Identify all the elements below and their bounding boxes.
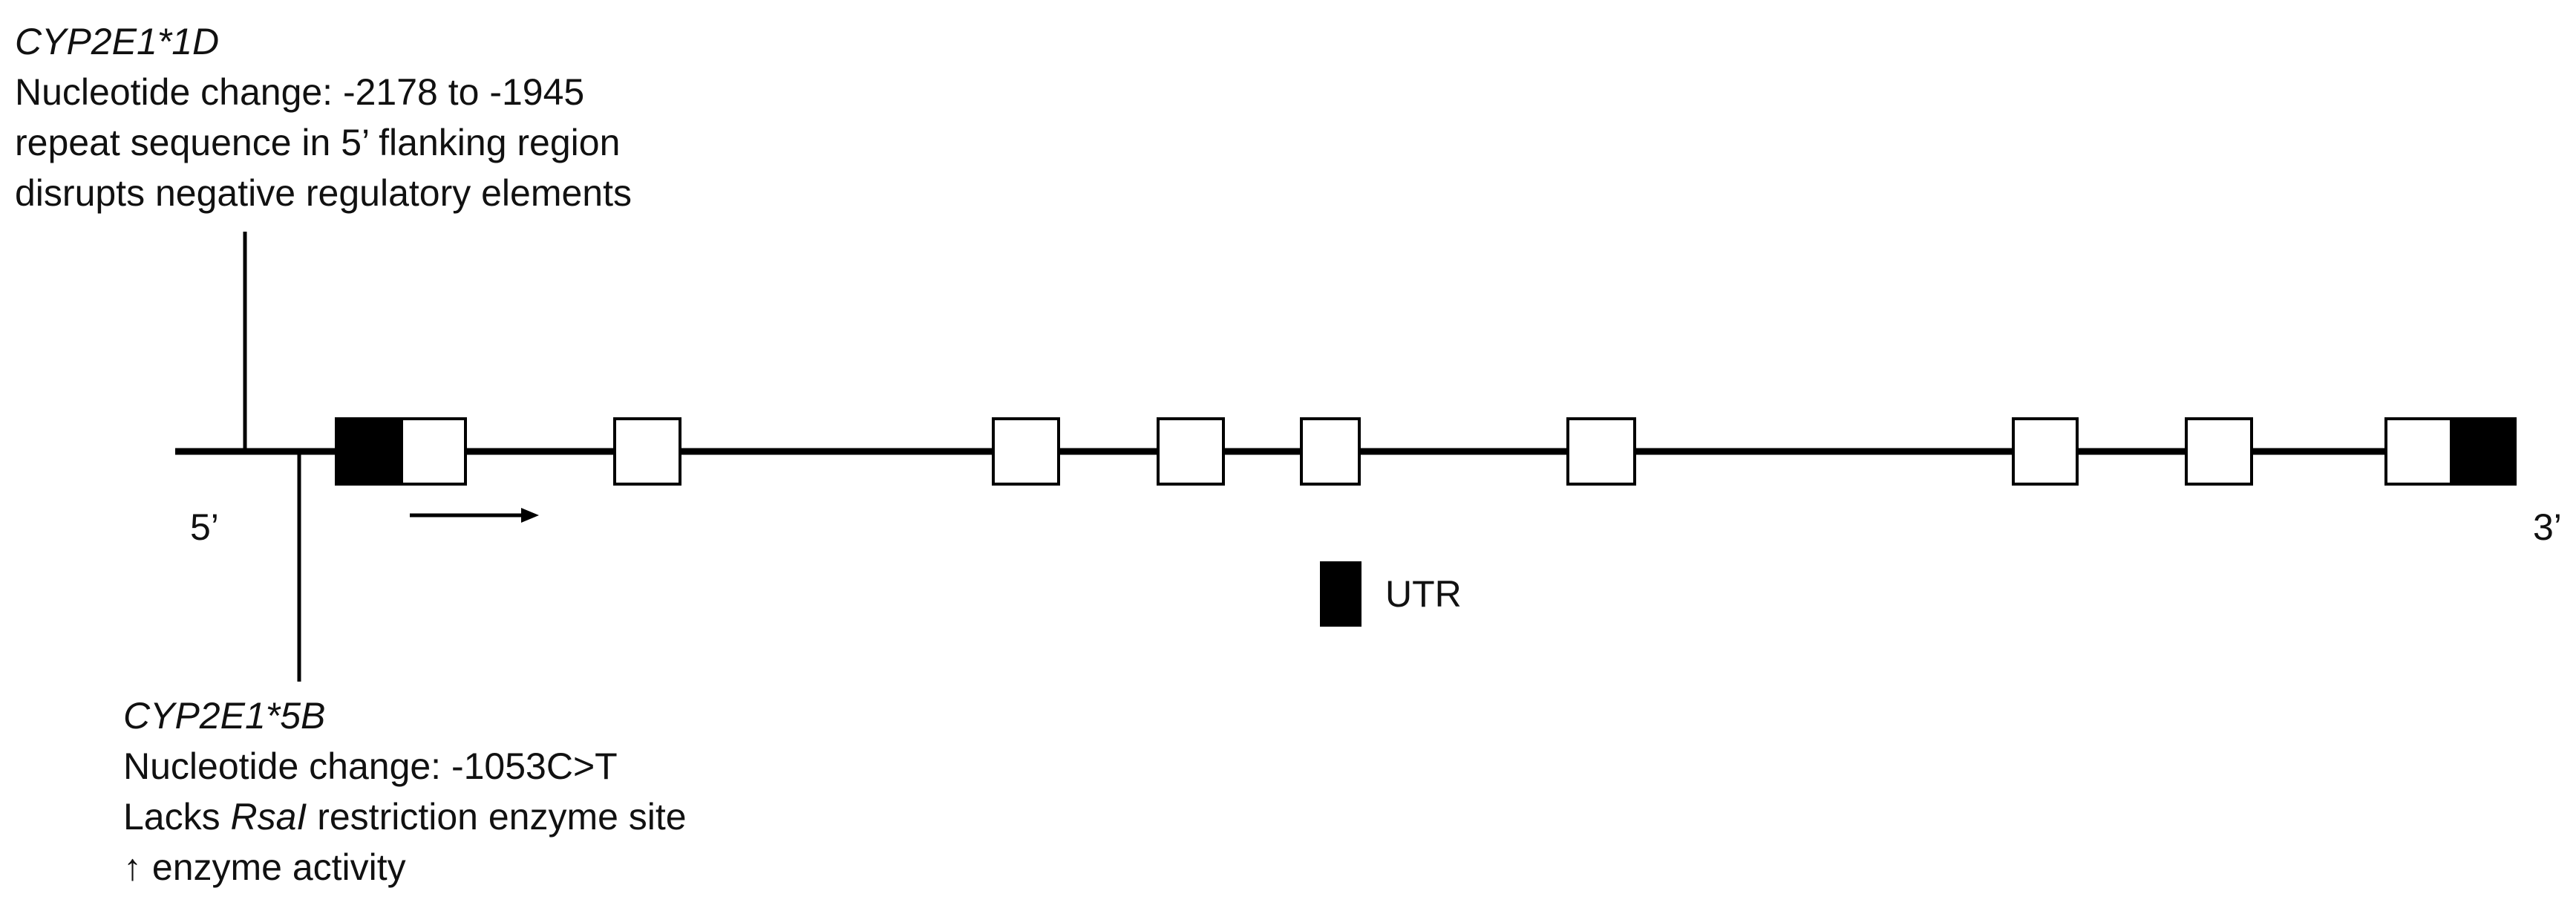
annotation-5b-line-3: ↑ enzyme activity (123, 846, 406, 888)
exon-4 (1157, 417, 1225, 486)
exon-1-utr (335, 417, 403, 486)
utr-legend-label: UTR (1385, 573, 1462, 615)
annotation-1d-line-2: repeat sequence in 5’ flanking region (15, 122, 621, 163)
restriction-enzyme-name: RsaI (230, 796, 307, 838)
exon-3 (992, 417, 1060, 486)
annotation-5b-line-1: Nucleotide change: -1053C>T (123, 745, 618, 787)
annotation-5b-line-2-prefix: Lacks (123, 796, 231, 838)
utr-legend-swatch (1320, 561, 1361, 627)
annotation-cyp2e1-5b: CYP2E1*5B Nucleotide change: -1053C>T La… (123, 691, 687, 892)
exon-1-coding (400, 417, 467, 486)
allele-name-1d: CYP2E1*1D (15, 21, 220, 62)
annotation-5b-line-2-suffix: restriction enzyme site (307, 796, 687, 838)
exon-9-utr (2450, 417, 2517, 486)
exon-2 (613, 417, 681, 486)
exon-8 (2185, 417, 2253, 486)
annotation-1d-line-1: Nucleotide change: -2178 to -1945 (15, 71, 585, 113)
three-prime-label: 3’ (2533, 506, 2562, 548)
annotation-cyp2e1-1d: CYP2E1*1D Nucleotide change: -2178 to -1… (15, 16, 632, 218)
utr-legend: UTR (1320, 561, 1462, 627)
exon-5 (1300, 417, 1361, 486)
exon-6 (1566, 417, 1636, 486)
annotation-5b-line-2: Lacks RsaI restriction enzyme site (123, 791, 687, 842)
five-prime-label: 5’ (190, 506, 219, 548)
exon-7 (2012, 417, 2079, 486)
allele-name-5b: CYP2E1*5B (123, 695, 326, 737)
transcription-direction-arrow (410, 508, 539, 523)
annotation-1d-line-3: disrupts negative regulatory elements (15, 172, 632, 214)
exon-9-coding (2384, 417, 2453, 486)
